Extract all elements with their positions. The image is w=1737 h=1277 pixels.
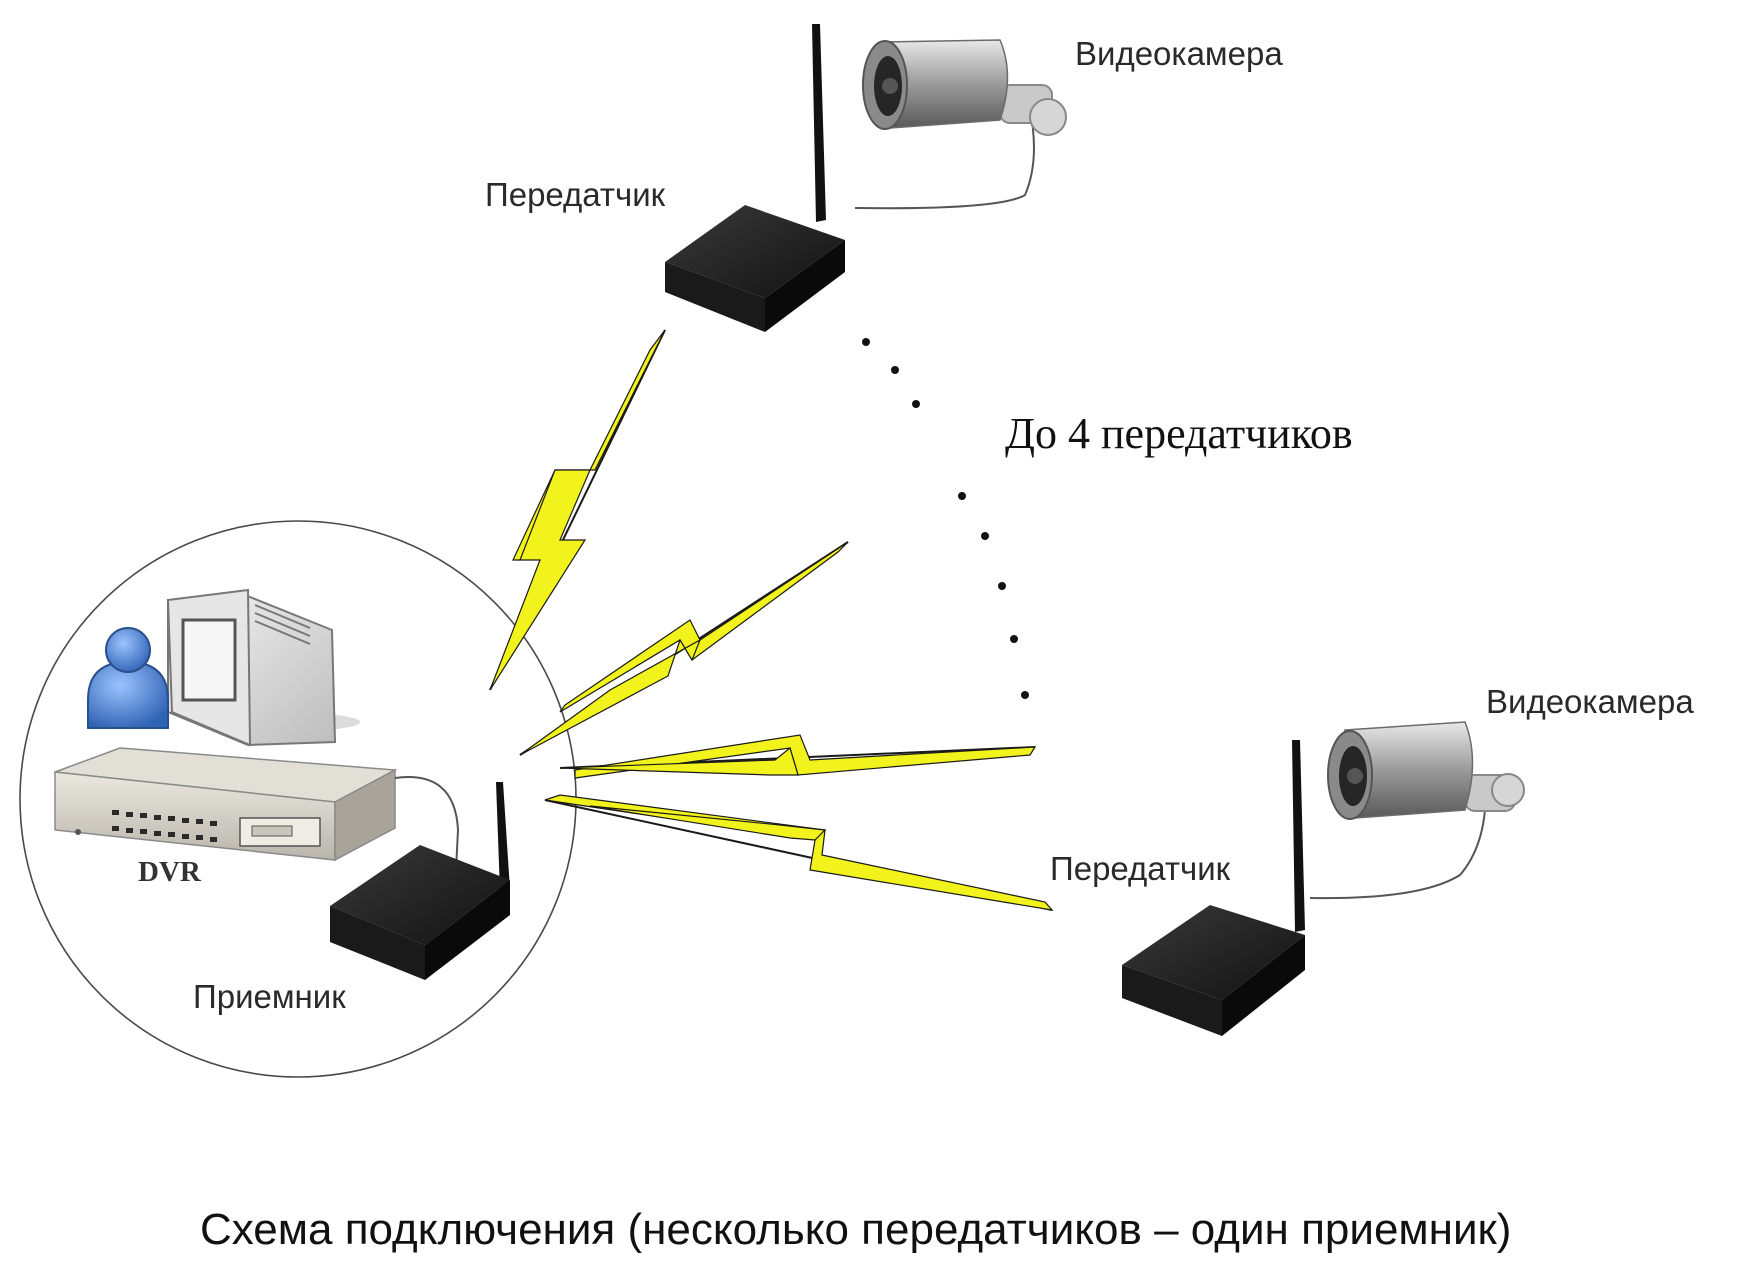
dvr-receiver-cable	[394, 776, 460, 891]
lightning-signal-icon	[559, 734, 1037, 779]
transmitter-bottom-label: Передатчик	[1050, 850, 1231, 887]
cctv-camera-icon	[1309, 721, 1525, 900]
camera-top-label: Видеокамера	[1075, 35, 1283, 72]
user-icon	[87, 627, 169, 729]
wireless-transmitter-icon	[665, 24, 845, 332]
lightning-signal-icon	[544, 794, 1054, 911]
dvr-label: DVR	[138, 856, 201, 888]
crt-monitor-icon	[166, 588, 360, 747]
transmitter-count-note: До 4 передатчиков	[1005, 409, 1353, 458]
transmitter-top-label: Передатчик	[485, 176, 666, 213]
lightning-signal-icon	[519, 541, 849, 756]
wireless-receiver-icon	[330, 782, 510, 980]
lightning-signal-icon	[489, 329, 666, 691]
cctv-camera-icon	[854, 39, 1067, 210]
dotted-continuation-indicator	[862, 338, 1029, 699]
dvr-recorder-icon	[54, 747, 398, 862]
wireless-transmitter-icon	[1122, 740, 1305, 1036]
diagram-caption: Схема подключения (несколько передатчико…	[200, 1205, 1512, 1254]
receiver-label: Приемник	[193, 978, 346, 1015]
camera-bottom-label: Видеокамера	[1486, 683, 1694, 720]
